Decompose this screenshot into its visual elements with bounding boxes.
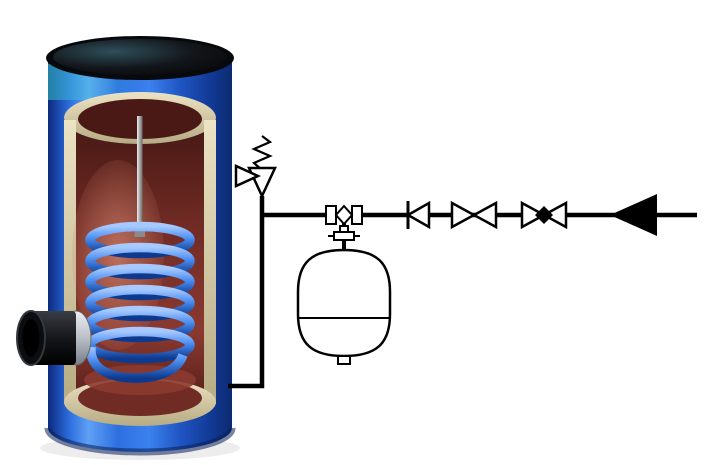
- expansion-vessel-service-fitting: [325, 204, 363, 252]
- safety-valve-discharge: [234, 164, 262, 188]
- tank-bottom-rim: [44, 427, 236, 456]
- fitting-nut-right: [351, 205, 363, 225]
- fitting-valve-diamond: [334, 204, 354, 226]
- check-valve: [405, 200, 431, 230]
- piping-schematic: [228, 135, 697, 389]
- safety-valve-spring: [251, 135, 273, 171]
- tank-cutaway: [64, 92, 216, 426]
- check-valve-flap: [405, 200, 431, 230]
- fitting-nut-left: [325, 205, 337, 225]
- coil-turn: [85, 221, 195, 259]
- expansion-vessel-shell: [296, 248, 392, 358]
- coil-bottom-return: [86, 346, 188, 383]
- port-bore: [22, 319, 40, 357]
- inlet-flow-arrow-icon: [610, 194, 657, 236]
- shutoff-valve-left: [520, 200, 547, 230]
- storage-tank: [16, 36, 240, 460]
- sensor-rod: [137, 116, 143, 232]
- side-inspection-port: [16, 310, 92, 366]
- fitting-cap: [333, 231, 355, 241]
- coil-turn: [85, 263, 195, 301]
- shutoff-valve-ball: [535, 206, 553, 224]
- pressure-relief-safety-valve: [234, 135, 277, 199]
- sensor-rod-tip: [134, 228, 145, 237]
- insulation-right-edge: [204, 120, 216, 404]
- expansion-vessel-nipple: [337, 355, 351, 365]
- shut-off-valve: [520, 200, 568, 230]
- coil-turn: [85, 242, 195, 280]
- coil-turn: [85, 305, 195, 343]
- expansion-vessel: [296, 248, 392, 365]
- safety-valve-body: [247, 166, 277, 199]
- coil-turn: [85, 284, 195, 322]
- gate-valve-left: [450, 200, 477, 230]
- gate-valve: [450, 200, 498, 230]
- shutoff-valve-right: [541, 200, 568, 230]
- gate-valve-right: [471, 200, 498, 230]
- tank-top-cap-face: [53, 39, 227, 75]
